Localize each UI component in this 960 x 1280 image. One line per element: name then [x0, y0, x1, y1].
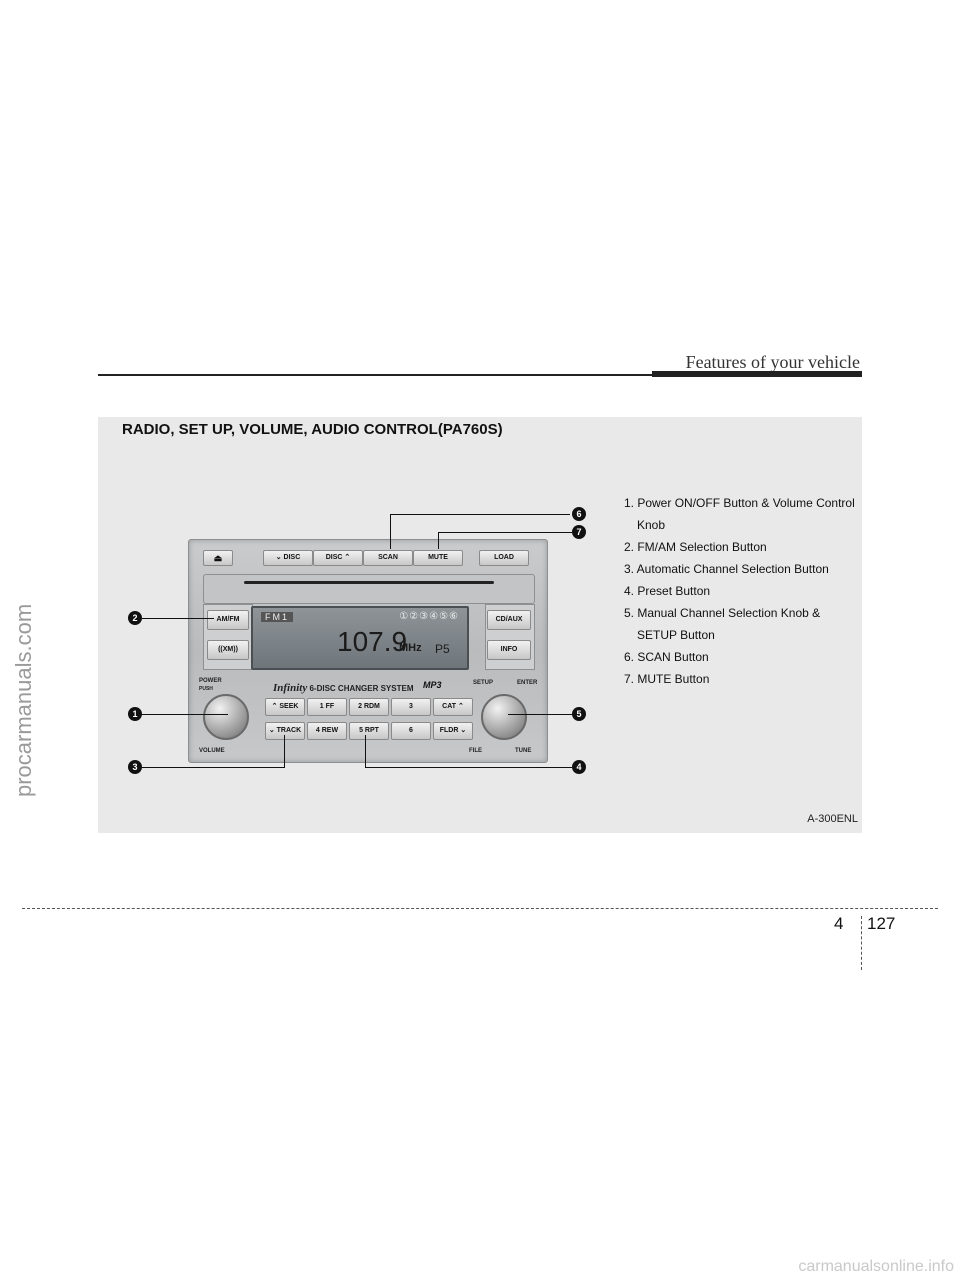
legend-item-7: 7. MUTE Button	[624, 672, 710, 686]
legend-item-3: 3. Automatic Channel Selection Button	[624, 562, 829, 576]
setup-label: SETUP	[473, 680, 494, 686]
preset-2-button[interactable]: 2 RDM	[349, 698, 389, 716]
leader-7	[438, 532, 572, 533]
infinity-logo: Infinity	[273, 682, 308, 694]
scan-button[interactable]: SCAN	[363, 550, 413, 566]
track-button[interactable]: ⌄ TRACK	[265, 722, 305, 740]
file-label: FILE	[469, 748, 482, 754]
cd-slot	[244, 581, 494, 584]
leader-5	[508, 714, 572, 715]
preset-6-button[interactable]: 6	[391, 722, 431, 740]
leader-2	[142, 618, 214, 619]
leader-4-rise	[365, 735, 366, 767]
band-indicator: FM1	[261, 612, 293, 622]
callout-2: 2	[128, 611, 142, 625]
header-rule	[98, 374, 862, 376]
preset-5-button[interactable]: 5 RPT	[349, 722, 389, 740]
cd-aux-button[interactable]: CD/AUX	[487, 610, 531, 630]
eject-icon: ⏏	[213, 553, 223, 563]
am-fm-button[interactable]: AM/FM	[207, 610, 249, 630]
volume-label: VOLUME	[199, 748, 225, 754]
leader-7-drop	[438, 532, 439, 549]
tune-knob[interactable]	[481, 694, 527, 740]
side-watermark: procarmanuals.com	[11, 603, 36, 797]
radio-unit: ⏏ ⌄ DISC DISC ⌃ SCAN MUTE LOAD AM/FM ((X…	[188, 539, 548, 763]
page-number: 127	[867, 914, 896, 933]
leader-3	[142, 767, 285, 768]
header-rule-accent	[652, 371, 862, 377]
push-label: PUSH	[199, 686, 213, 692]
cat-button[interactable]: CAT ⌃	[433, 698, 473, 716]
callout-3: 3	[128, 760, 142, 774]
brand-line: Infinity 6-DISC CHANGER SYSTEM	[273, 682, 414, 694]
footer-divider	[861, 916, 862, 970]
preset-3-button[interactable]: 3	[391, 698, 431, 716]
disc-down-button[interactable]: ⌄ DISC	[263, 550, 313, 566]
legend-item-4: 4. Preset Button	[624, 584, 711, 598]
site-watermark: carmanualsonline.info	[798, 1258, 954, 1275]
xm-button[interactable]: ((XM))	[207, 640, 249, 660]
leader-1	[142, 714, 228, 715]
radio-display: FM1 ①②③④⑤⑥ 107.9 MHz P5	[251, 606, 469, 670]
callout-7: 7	[572, 525, 586, 539]
leader-4	[365, 767, 572, 768]
figure-title: RADIO, SET UP, VOLUME, AUDIO CONTROL(PA7…	[122, 421, 503, 438]
callout-4: 4	[572, 760, 586, 774]
fldr-button[interactable]: FLDR ⌄	[433, 722, 473, 740]
preset-1-button[interactable]: 1 FF	[307, 698, 347, 716]
info-button[interactable]: INFO	[487, 640, 531, 660]
volume-knob[interactable]	[203, 694, 249, 740]
callout-5: 5	[572, 707, 586, 721]
figure-code: A-300ENL	[807, 813, 858, 825]
callout-1: 1	[128, 707, 142, 721]
load-button[interactable]: LOAD	[479, 550, 529, 566]
mp3-logo: MP3	[423, 680, 442, 690]
enter-label: ENTER	[517, 680, 538, 686]
callout-6: 6	[572, 507, 586, 521]
eject-button[interactable]: ⏏	[203, 550, 233, 566]
mute-button[interactable]: MUTE	[413, 550, 463, 566]
preset-indicators: ①②③④⑤⑥	[399, 611, 459, 622]
figure-panel: RADIO, SET UP, VOLUME, AUDIO CONTROL(PA7…	[98, 417, 862, 833]
seek-button[interactable]: ⌃ SEEK	[265, 698, 305, 716]
legend-item-6: 6. SCAN Button	[624, 650, 709, 664]
preset-readout: P5	[435, 642, 450, 656]
legend-item-5: 5. Manual Channel Selection Knob &SETUP …	[624, 606, 821, 642]
leader-6-drop	[390, 514, 391, 549]
chapter-number: 4	[834, 914, 844, 933]
leader-6	[390, 514, 570, 515]
section-title: Features of your vehicle	[685, 352, 860, 372]
legend-item-2: 2. FM/AM Selection Button	[624, 540, 767, 554]
preset-4-button[interactable]: 4 REW	[307, 722, 347, 740]
disc-up-button[interactable]: DISC ⌃	[313, 550, 363, 566]
cd-slot-bezel	[203, 574, 535, 604]
tune-label: TUNE	[515, 748, 532, 754]
frequency-unit: MHz	[399, 642, 422, 654]
frequency-readout: 107.9	[337, 626, 408, 657]
power-label: POWER	[199, 678, 222, 684]
footer-rule	[22, 908, 938, 909]
leader-3-rise	[284, 735, 285, 767]
